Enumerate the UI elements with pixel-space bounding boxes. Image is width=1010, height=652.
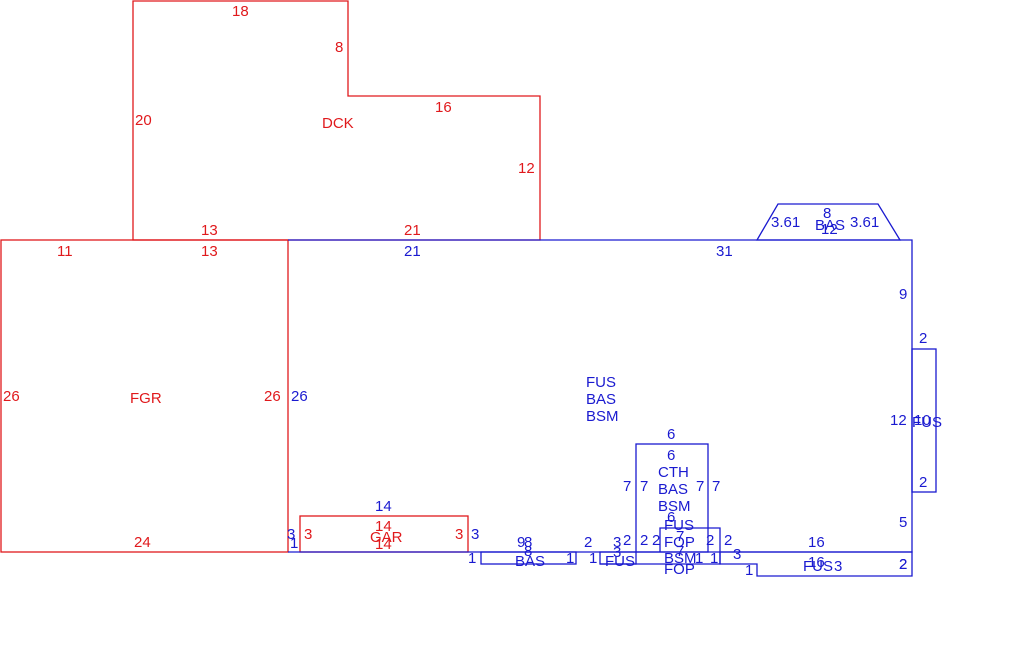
dim-dck-bottom-b: 21 bbox=[404, 222, 421, 239]
area-label-s1: BAS bbox=[515, 553, 545, 570]
dim-main-right-c: 2 bbox=[899, 556, 907, 573]
area-label-s3-1: FUS bbox=[664, 517, 694, 534]
area-label-s3-4: FOP bbox=[664, 561, 695, 578]
dim-s3-left: 2 bbox=[652, 532, 660, 549]
dim-s1-bottom: 8 bbox=[524, 543, 532, 560]
dim-s1-left: 1 bbox=[468, 550, 476, 567]
dim-s4-left: 3 bbox=[733, 546, 741, 563]
area-label-bay: BAS bbox=[815, 217, 845, 234]
dim-dck-bottom-a: 13 bbox=[201, 222, 218, 239]
dim-gar-left: 3 bbox=[304, 526, 312, 543]
area-label-s3-3: BSM bbox=[664, 550, 697, 567]
dim-s2-bottom: 2 bbox=[640, 532, 648, 549]
dim-main-left: 26 bbox=[291, 388, 308, 405]
dim-bay-bottom: 12 bbox=[821, 221, 838, 238]
area-label-dck: DCK bbox=[322, 115, 354, 132]
dim-s3-mid-a: 7 bbox=[676, 543, 684, 560]
dim-s3-top: 7 bbox=[676, 528, 684, 545]
dim-cth-left-in: 7 bbox=[640, 478, 648, 495]
right-fus-outline bbox=[911, 348, 937, 493]
area-label-s4: FUS bbox=[803, 558, 833, 575]
dim-fgr-top-a: 11 bbox=[57, 243, 73, 260]
area-label-fgr: FGR bbox=[130, 390, 162, 407]
dim-fgr-left: 26 bbox=[3, 388, 20, 405]
stoop-bas-outline bbox=[480, 551, 577, 565]
dim-s1-top-b: 8 bbox=[524, 534, 532, 551]
dim-dck-mid: 16 bbox=[435, 99, 452, 116]
area-label-cth-1: CTH bbox=[658, 464, 689, 481]
stoop-fop-outline bbox=[600, 527, 721, 565]
dim-s3-right-b: 2 bbox=[724, 532, 732, 549]
cth-outline bbox=[635, 443, 709, 553]
area-label-gar: GAR bbox=[370, 529, 403, 546]
dim-s2-top-b: 3 bbox=[613, 544, 621, 561]
dim-cth-top-out: 6 bbox=[667, 426, 675, 443]
dim-s4-top-b: 16 bbox=[808, 554, 825, 571]
dim-bay-right: 3.61 bbox=[850, 214, 879, 231]
dim-main-right-a: 9 bbox=[899, 286, 907, 303]
dim-s2-top-c: 2 bbox=[623, 532, 631, 549]
dim-dck-notch: 8 bbox=[335, 39, 343, 56]
dim-gar-right: 3 bbox=[455, 526, 463, 543]
area-label-right-fus: FUS bbox=[912, 414, 942, 431]
dim-main-gar-right: 3 bbox=[471, 526, 479, 543]
dim-main-gar-left: 3 bbox=[287, 526, 295, 543]
dim-bay-top: 8 bbox=[823, 205, 831, 222]
dim-s1-right: 1 bbox=[566, 550, 574, 567]
dim-fgr-top-b: 13 bbox=[201, 243, 218, 260]
dim-s4-mid: 3 bbox=[834, 558, 842, 575]
dim-cth-bottom: 6 bbox=[667, 509, 675, 526]
dim-fgr-right: 26 bbox=[264, 388, 281, 405]
rear-fus-outline bbox=[719, 551, 913, 577]
dim-main-gar-top: 14 bbox=[375, 498, 392, 515]
area-label-s3-2: FOP bbox=[664, 534, 695, 551]
dim-main-gar-left-b: 1 bbox=[290, 535, 298, 552]
dim-main-top-a: 21 bbox=[404, 243, 421, 260]
dim-rf-right: 10 bbox=[914, 412, 931, 429]
dim-rf-bottom: 2 bbox=[919, 474, 927, 491]
area-label-cth-3: BSM bbox=[658, 498, 691, 515]
area-label-main-3: BSM bbox=[586, 408, 619, 425]
dim-gar-top: 14 bbox=[375, 518, 392, 535]
dim-cth-right-out: 7 bbox=[712, 478, 720, 495]
dim-s1-top-a: 9 bbox=[517, 534, 525, 551]
dim-dck-left: 20 bbox=[135, 112, 152, 129]
dim-bay-left: 3.61 bbox=[771, 214, 800, 231]
dim-s3-right-c: 1 bbox=[710, 550, 718, 567]
area-label-s2: FUS bbox=[605, 553, 635, 570]
dim-s2-top-a: 3 bbox=[613, 534, 621, 551]
dim-rf-top: 2 bbox=[919, 330, 927, 347]
dim-s1-gap: 2 bbox=[584, 534, 592, 551]
dim-rf-left: 12 bbox=[890, 412, 907, 429]
dim-dck-top: 18 bbox=[232, 3, 249, 20]
area-label-cth-2: BAS bbox=[658, 481, 688, 498]
dim-s3-mid-b: 1 bbox=[695, 550, 703, 567]
dim-s4-right: 2 bbox=[899, 556, 907, 573]
dim-s2-left: 1 bbox=[589, 550, 597, 567]
garage-outline bbox=[0, 239, 289, 553]
dim-cth-right-in: 7 bbox=[696, 478, 704, 495]
dim-cth-top-in: 6 bbox=[667, 447, 675, 464]
dim-cth-left-out: 7 bbox=[623, 478, 631, 495]
dim-dck-right: 12 bbox=[518, 160, 535, 177]
bay-window-outline bbox=[755, 203, 902, 241]
dim-fgr-bottom: 24 bbox=[134, 534, 151, 551]
dim-main-top-b: 31 bbox=[716, 243, 733, 260]
area-label-main-2: BAS bbox=[586, 391, 616, 408]
area-label-main-1: FUS bbox=[586, 374, 616, 391]
dim-s4-left-b: 1 bbox=[745, 562, 753, 579]
dim-s4-top: 16 bbox=[808, 534, 825, 551]
dim-s3-right-a: 2 bbox=[706, 532, 714, 549]
dim-main-right-b: 5 bbox=[899, 514, 907, 531]
dim-gar-bottom: 14 bbox=[375, 536, 392, 553]
